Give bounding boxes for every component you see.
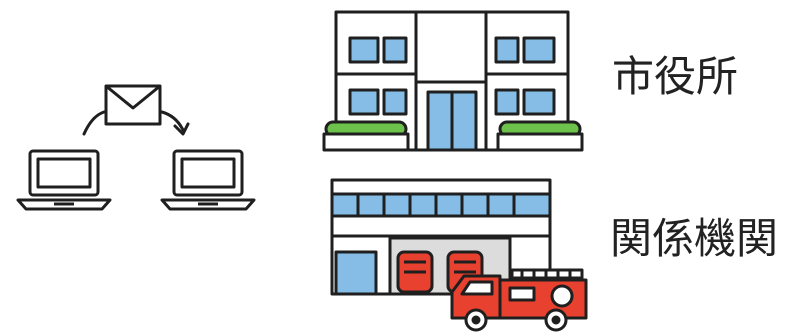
email-exchange-diagram	[18, 86, 254, 209]
related-agencies-label: 関係機関	[610, 218, 778, 260]
envelope-icon	[106, 86, 160, 124]
city-hall-building-icon	[324, 12, 582, 150]
fire-engine-icon	[452, 270, 586, 330]
sender-laptop-icon	[18, 151, 110, 209]
city-hall-label: 市役所	[612, 56, 738, 98]
receiver-laptop-icon	[162, 151, 254, 209]
